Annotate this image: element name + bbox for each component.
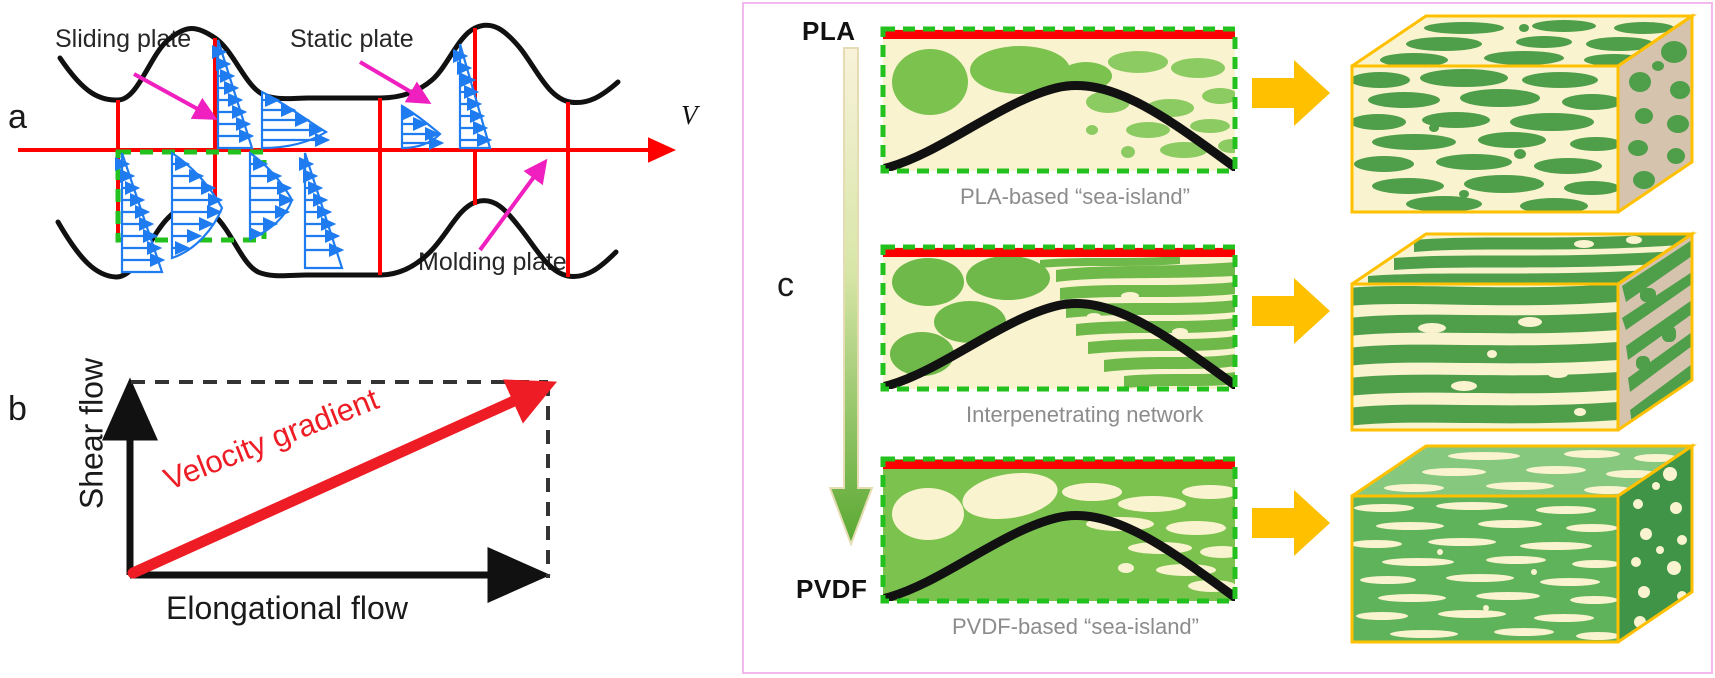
panel-a-letter: a bbox=[8, 98, 27, 136]
transform-arrow-1 bbox=[1252, 60, 1330, 126]
highlight-box bbox=[115, 149, 267, 243]
molding-plate-label: Molding plate bbox=[418, 248, 567, 276]
row-pvdf-sea-island: PVDF-based “sea-island” bbox=[744, 434, 1715, 674]
upper-plate-curve bbox=[57, 22, 621, 106]
pvdf-stage-label: PVDF bbox=[796, 574, 868, 604]
velocity-label: V bbox=[681, 100, 698, 130]
panel-b: b Shear flow Elongational flow Velocity … bbox=[0, 340, 740, 678]
row-pla-sea-island: PLA-based “sea-island” bbox=[744, 4, 1715, 219]
velocity-profiles-upper bbox=[211, 39, 493, 151]
velocity-profiles-lower bbox=[114, 150, 345, 274]
panel-b-letter: b bbox=[8, 390, 27, 428]
callout-arrows bbox=[133, 60, 548, 252]
cube-pvdf-sea-island bbox=[1350, 443, 1697, 644]
caption-row-1: PLA-based “sea-island” bbox=[960, 184, 1190, 209]
panel-a: a Sliding plate Static plate Molding pla… bbox=[0, 0, 740, 330]
cube-pla-sea-island bbox=[1350, 13, 1697, 214]
pla-stage-label: PLA bbox=[802, 16, 856, 46]
transform-arrow-2 bbox=[1252, 278, 1330, 344]
panel-c: c PLA PVDF bbox=[742, 2, 1713, 674]
velocity-gradient-arrow bbox=[127, 379, 558, 579]
x-axis-label: Elongational flow bbox=[166, 590, 408, 626]
panel-b-plot bbox=[102, 377, 558, 603]
static-plate-label: Static plate bbox=[290, 25, 414, 53]
sheet-pla-sea-island bbox=[880, 26, 1238, 174]
row-interpenetrating-network: Interpenetrating network bbox=[744, 222, 1715, 437]
sheet-interpenetrating-network bbox=[880, 244, 1238, 392]
panel-a-diagram bbox=[18, 22, 676, 280]
caption-row-2: Interpenetrating network bbox=[966, 402, 1204, 427]
sheet-pvdf-sea-island bbox=[880, 456, 1238, 604]
gradient-arrow bbox=[828, 47, 874, 547]
cube-interpenetrating-network bbox=[1350, 231, 1697, 432]
transform-arrow-3 bbox=[1252, 490, 1330, 556]
caption-row-3: PVDF-based “sea-island” bbox=[952, 614, 1199, 639]
panel-c-letter: c bbox=[777, 266, 794, 304]
